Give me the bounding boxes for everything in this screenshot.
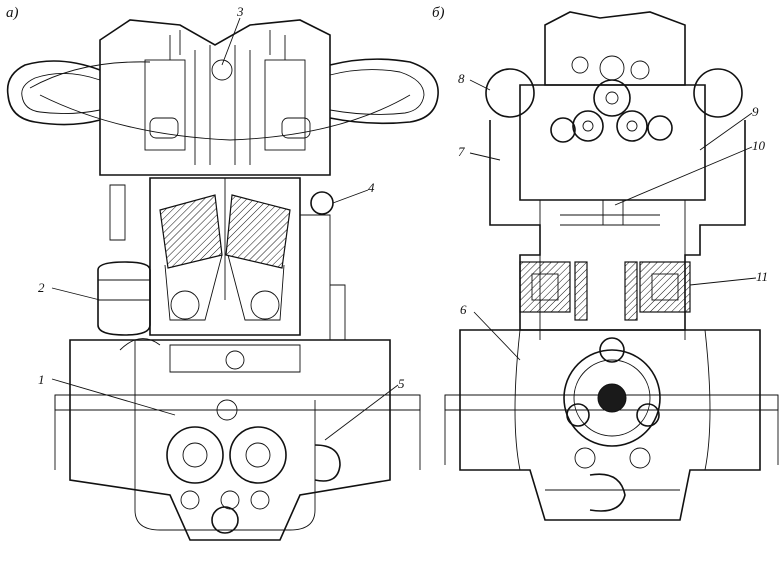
crankcase: [69, 339, 391, 541]
callout-9: 9: [752, 104, 759, 119]
callout-2: 2: [38, 280, 45, 295]
engine-front-view: [6, 19, 439, 541]
cylinder-liner-left: [159, 194, 223, 269]
cylinder-wall-right: [639, 261, 691, 313]
fitting-4: [310, 191, 334, 215]
crank-flywheel: [563, 337, 661, 447]
top-cover: [544, 11, 686, 86]
pipe-5: [314, 444, 341, 482]
cylinder-wall-left: [519, 261, 571, 313]
panel-label-a: а): [6, 5, 19, 21]
head-chamber-right: [264, 59, 306, 151]
lower-crankcase: [459, 329, 761, 521]
cylinder-liner-right: [225, 194, 291, 269]
callout-3: 3: [236, 4, 244, 19]
callout-1: 1: [38, 372, 45, 387]
callout-4: 4: [368, 180, 375, 195]
callout-7: 7: [458, 144, 465, 159]
part-10: [602, 199, 624, 226]
gear-top: [593, 79, 631, 117]
oil-pump-gears: [166, 399, 287, 484]
callout-leaders: [51, 17, 757, 441]
panel-label-b: б): [432, 5, 445, 21]
callout-5: 5: [398, 376, 405, 391]
drum-left: [485, 68, 535, 118]
drum-right: [693, 68, 743, 118]
callout-10: 10: [752, 138, 766, 153]
oil-filter: [97, 261, 151, 336]
head-chamber-left: [144, 59, 186, 151]
callout-6: 6: [460, 302, 467, 317]
callout-8: 8: [458, 71, 465, 86]
left-manifold: [6, 60, 101, 126]
engine-side-section-view: [444, 11, 779, 521]
right-manifold: [329, 58, 439, 125]
callout-11: 11: [756, 269, 768, 284]
cylinder-head-block: [99, 19, 331, 176]
